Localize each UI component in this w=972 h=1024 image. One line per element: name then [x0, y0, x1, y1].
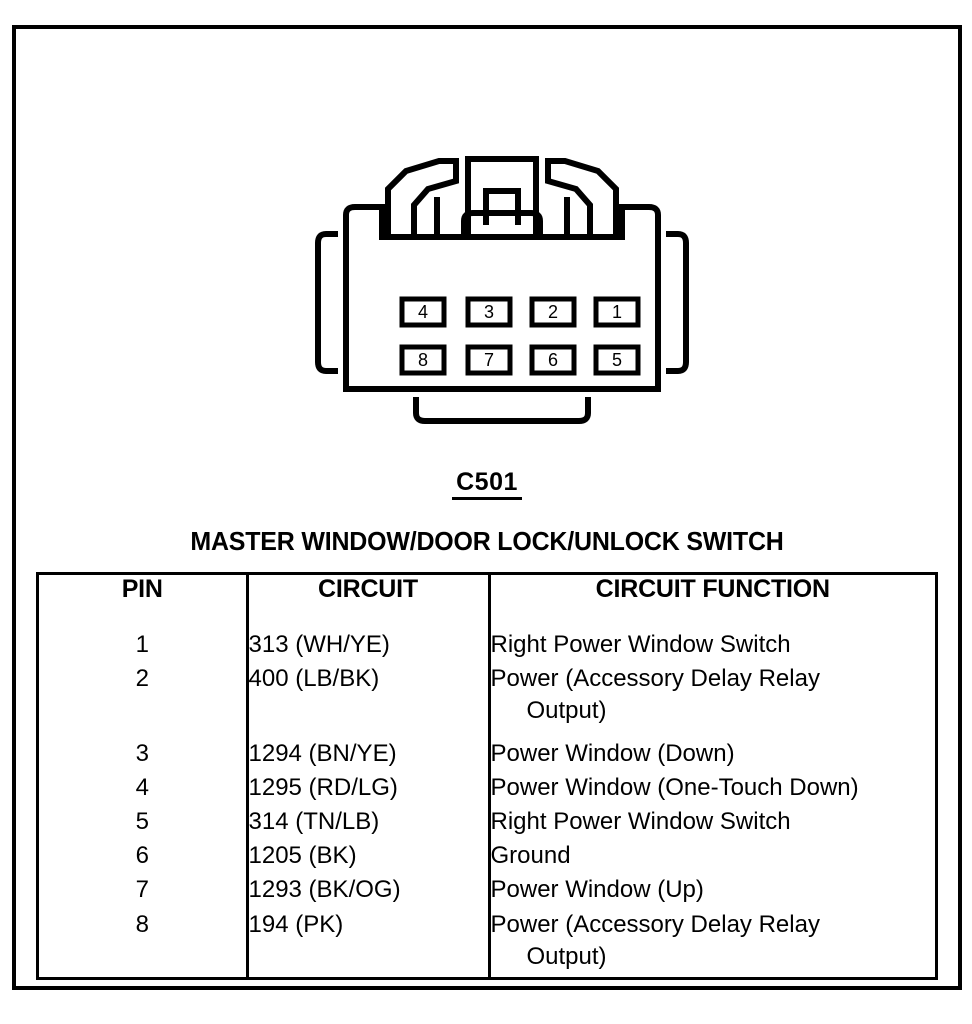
- cavity-8: [399, 344, 447, 376]
- latch-lower-boss: [461, 210, 543, 237]
- cell-pin: 7: [39, 874, 249, 909]
- table-row: 1 313 (WH/YE) Right Power Window Switch: [39, 629, 935, 664]
- header-circuit-function: CIRCUIT FUNCTION: [595, 575, 830, 603]
- cell-circuit: 314 (TN/LB): [247, 805, 491, 841]
- table-row: 3 1294 (BN/YE) Power Window (Down): [39, 737, 935, 772]
- function-line: Ground: [490, 842, 571, 870]
- cell-function: Power Window (One-Touch Down): [489, 772, 935, 806]
- cell-pin: 3: [39, 737, 249, 772]
- cell-circuit: 400 (LB/BK): [247, 663, 491, 732]
- cavity-label-8: 8: [418, 350, 428, 370]
- function-line: Power Window (One-Touch Down): [490, 773, 859, 801]
- header-circuit: CIRCUIT: [247, 575, 491, 629]
- cell-pin: 5: [39, 805, 249, 841]
- cavity-label-4: 4: [418, 302, 428, 322]
- function-line: Power Window (Down): [490, 739, 735, 767]
- cell-function: Power (Accessory Delay Relay Output): [489, 909, 935, 977]
- side-tab-right: [666, 231, 689, 374]
- cavity-5: [593, 344, 641, 376]
- cavity-label-7: 7: [484, 350, 494, 370]
- cell-function: Power (Accessory Delay Relay Output): [489, 663, 935, 731]
- table-row: 5 314 (TN/LB) Right Power Window Switch: [39, 805, 935, 841]
- function-line-continued: Output): [526, 942, 607, 970]
- function-line: Power Window (Up): [490, 876, 704, 904]
- cell-function: Power Window (Up): [489, 874, 935, 908]
- cavity-6: [529, 344, 577, 376]
- header-pin: PIN: [39, 575, 249, 629]
- cavity-label-2: 2: [548, 302, 558, 322]
- pin-table-head: PIN CIRCUIT CIRCUIT FUNCTION: [39, 575, 935, 629]
- row-gap-pin: [39, 731, 249, 738]
- cavity-4: [399, 296, 447, 328]
- cell-pin: 8: [39, 908, 249, 977]
- function-line-continued: Output): [526, 697, 607, 725]
- cell-circuit: 1294 (BN/YE): [247, 737, 491, 772]
- cell-function: Right Power Window Switch: [489, 629, 935, 663]
- latch-wing-left: [385, 158, 459, 237]
- cell-function: Ground: [489, 840, 935, 874]
- cavity-row-top: 4 3 2 1: [399, 296, 641, 328]
- side-tab-left: [315, 231, 338, 374]
- connector-title: MASTER WINDOW/DOOR LOCK/UNLOCK SWITCH: [190, 526, 784, 557]
- cell-pin: 2: [39, 663, 249, 732]
- cell-circuit: 194 (PK): [247, 908, 491, 977]
- cell-pin: 6: [39, 840, 249, 875]
- cell-circuit: 1293 (BK/OG): [247, 874, 491, 909]
- cavity-3: [465, 296, 513, 328]
- row-gap-circuit: [247, 731, 491, 738]
- table-row: 4 1295 (RD/LG) Power Window (One-Touch D…: [39, 771, 935, 806]
- table-row: 8 194 (PK) Power (Accessory Delay Relay …: [39, 908, 935, 977]
- caption-block: C501 MASTER WINDOW/DOOR LOCK/UNLOCK SWIT…: [16, 469, 958, 557]
- connector-drawing: 4 3 2 1 8 7 6 5: [315, 156, 689, 424]
- pin-table-container: PIN CIRCUIT CIRCUIT FUNCTION 1 313 (WH/Y…: [36, 572, 938, 980]
- table-row: 2 400 (LB/BK) Power (Accessory Delay Rel…: [39, 663, 935, 732]
- cavity-row-bottom: 8 7 6 5: [399, 344, 641, 376]
- pin-table: PIN CIRCUIT CIRCUIT FUNCTION 1 313 (WH/Y…: [39, 575, 935, 977]
- cell-pin: 4: [39, 771, 249, 806]
- diagram-page-frame: 4 3 2 1 8 7 6 5 C501 MA: [12, 25, 962, 990]
- cell-function: Power Window (Down): [489, 738, 935, 772]
- connector-id-label: C501: [452, 469, 522, 501]
- latch-center-pillar: [465, 156, 539, 237]
- table-row: 7 1293 (BK/OG) Power Window (Up): [39, 874, 935, 909]
- cavity-label-5: 5: [612, 350, 622, 370]
- pin-table-body: 1 313 (WH/YE) Right Power Window Switch …: [39, 629, 935, 977]
- function-line: Right Power Window Switch: [490, 807, 791, 835]
- cell-circuit: 1205 (BK): [247, 840, 491, 875]
- cavity-label-3: 3: [484, 302, 494, 322]
- pin-table-header-row: PIN CIRCUIT CIRCUIT FUNCTION: [39, 575, 935, 629]
- bottom-tab: [413, 397, 591, 424]
- cell-function: Right Power Window Switch: [489, 806, 935, 840]
- table-row: 6 1205 (BK) Ground: [39, 840, 935, 875]
- row-gap: [39, 731, 935, 738]
- cavity-1: [593, 296, 641, 328]
- cell-pin: 1: [39, 629, 249, 664]
- function-line: Power (Accessory Delay Relay: [490, 910, 820, 938]
- connector-illustration: 4 3 2 1 8 7 6 5: [16, 29, 958, 429]
- latch-wing-right: [545, 158, 619, 237]
- cavity-label-6: 6: [548, 350, 558, 370]
- connector-body: [343, 204, 661, 392]
- function-line: Right Power Window Switch: [490, 631, 791, 658]
- cell-circuit: 313 (WH/YE): [247, 629, 491, 664]
- cavity-2: [529, 296, 577, 328]
- cavity-label-1: 1: [612, 302, 622, 322]
- latch-inner-post: [483, 188, 521, 225]
- cell-circuit: 1295 (RD/LG): [247, 771, 491, 806]
- cavity-7: [465, 344, 513, 376]
- function-line: Power (Accessory Delay Relay: [490, 665, 820, 693]
